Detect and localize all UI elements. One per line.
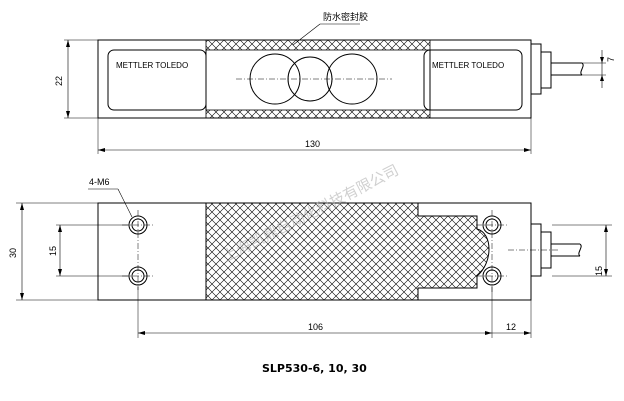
dim-30-extension (16, 202, 98, 301)
top-cable (551, 243, 580, 257)
cable-break (580, 62, 584, 76)
label-plate-left (107, 49, 207, 111)
dim-7-arrows (600, 57, 604, 81)
dim-15-left-extension (56, 224, 129, 277)
dim-15-right-text: 15 (594, 266, 604, 276)
dim-22-extension (64, 39, 98, 119)
brand-text-left: METTLER TOLEDO (116, 61, 188, 70)
dim-106-text: 106 (308, 322, 323, 332)
top-seal-area (205, 202, 490, 301)
dim-12-text: 12 (506, 322, 516, 332)
dim-7-text: 7 (606, 57, 616, 62)
dim-130-text: 130 (305, 139, 320, 149)
dim-15-right-extension (552, 224, 612, 277)
top-cable-break (578, 243, 582, 257)
brand-text-right: METTLER TOLEDO (432, 61, 504, 70)
dim-130-extension (97, 118, 532, 154)
cable (551, 62, 582, 76)
seal-label: 防水密封胶 (323, 11, 368, 22)
side-view: METTLER TOLEDO METTLER TOLEDO 防水密封胶 22 1… (54, 11, 616, 154)
hole-centerlines (122, 210, 508, 292)
dim-7-extension (582, 62, 606, 76)
cable-gland-nut (540, 51, 552, 89)
thread-leader (117, 188, 133, 218)
top-seal-band (205, 39, 431, 51)
dim-15-left-text: 15 (48, 246, 58, 256)
thread-label: 4-M6 (89, 177, 110, 187)
label-plate-right (423, 49, 523, 111)
bottom-seal-band (205, 109, 431, 119)
dim-30-text: 30 (8, 248, 18, 258)
dim-22-text: 22 (54, 76, 64, 86)
dim-12-arrow (524, 331, 531, 335)
cable-gland-flange (530, 43, 542, 95)
dim-106-extension (137, 286, 532, 338)
model-caption: SLP530-6, 10, 30 (262, 362, 367, 375)
seal-leader (292, 23, 321, 46)
top-gland-nut (540, 231, 552, 269)
top-view: 4-M6 30 15 15 106 12 (8, 177, 612, 338)
